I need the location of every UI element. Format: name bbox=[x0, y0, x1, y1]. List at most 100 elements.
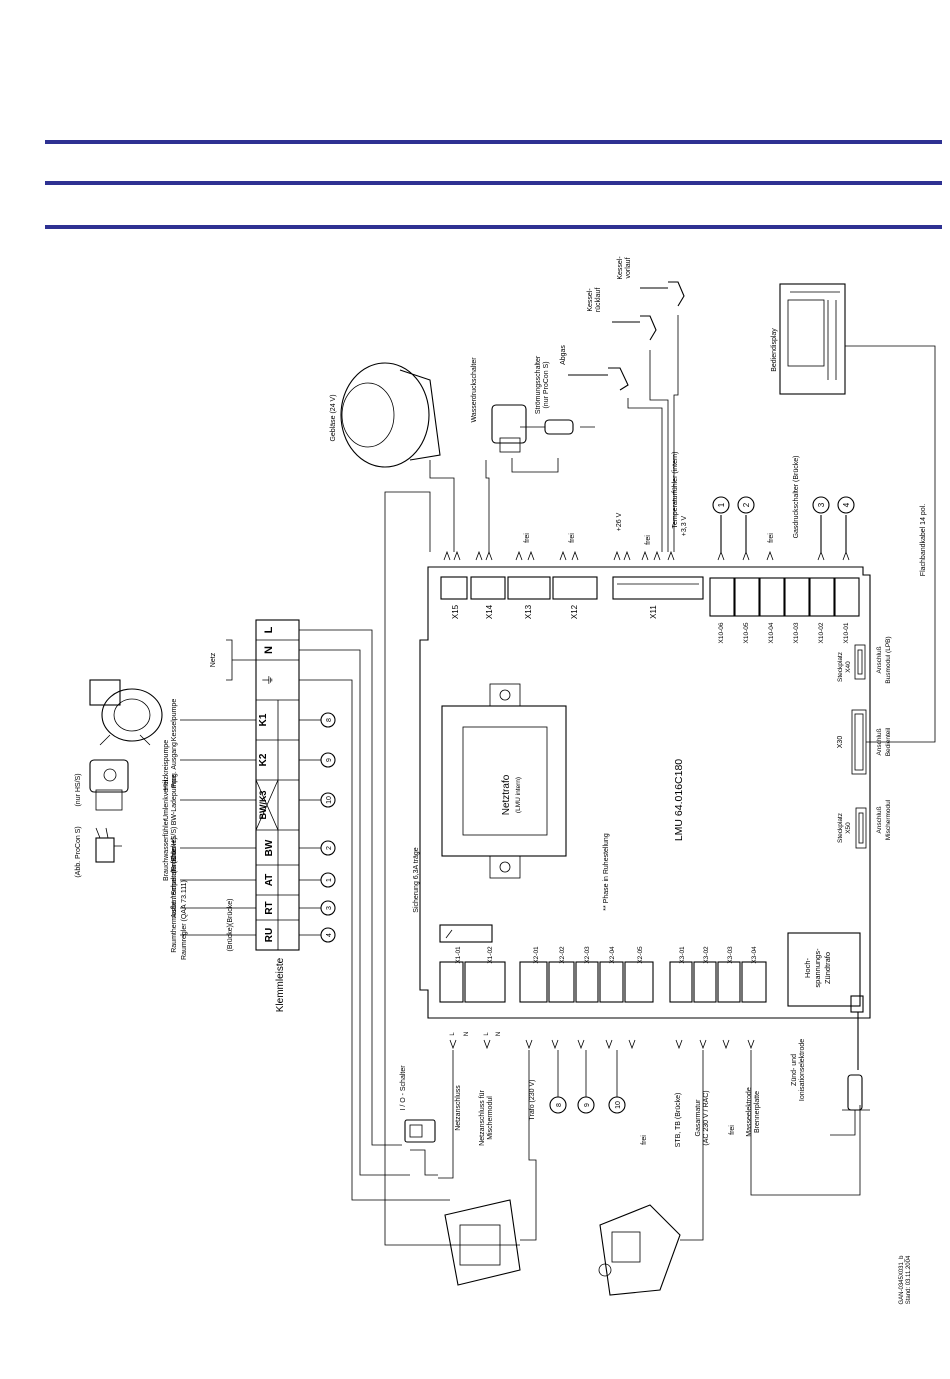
x11-33v: +3,3 V bbox=[681, 515, 688, 536]
connector-x1-02 bbox=[464, 961, 506, 1003]
transformer-230v-icon bbox=[444, 1199, 521, 1286]
label-bruecke: (Brücke)(Brücke) bbox=[227, 899, 234, 952]
marker-circle-1-text: 1 bbox=[717, 502, 726, 507]
pin-l-1: L bbox=[450, 1032, 456, 1036]
x10-connectors: X10-06 X10-05 X10-04 X10-03 X10-02 X10-0… bbox=[709, 456, 860, 643]
label-heizkreispumpe: Heizkreispumpe bbox=[163, 740, 170, 790]
x10-03-label: X10-03 bbox=[793, 622, 800, 643]
terminal-circle-4: 4 bbox=[326, 933, 333, 937]
connector-x3-04 bbox=[741, 961, 767, 1003]
terminal-bw-k3: BW/K3 bbox=[258, 791, 268, 820]
fuse-holder bbox=[439, 924, 493, 943]
label-gasarmatur-1: Gasarmatur bbox=[695, 1099, 702, 1137]
x10-02-label: X10-02 bbox=[818, 622, 825, 643]
x14-label: X14 bbox=[485, 604, 494, 619]
x10-05-label: X10-05 bbox=[743, 622, 750, 643]
flow-sensor-icon bbox=[640, 281, 685, 307]
connector-x2-04 bbox=[599, 961, 624, 1003]
x10-04-label: X10-04 bbox=[768, 622, 775, 643]
terminal-strip: L N ⏚ K1 K2 BW/K3 BW AT RT RU Klemmleist… bbox=[180, 619, 450, 1201]
hv-output-socket bbox=[850, 995, 864, 1013]
connector-x3-01 bbox=[669, 961, 693, 1003]
label-brennerplatte: Brennerplatte bbox=[754, 1091, 761, 1133]
label-trafo-230v: Trafo (230 V) bbox=[529, 1080, 536, 1121]
left-components: Kesselpumpe Heizkreispumpe Prog. Ausgang… bbox=[75, 679, 234, 960]
marker-circle-1 bbox=[712, 496, 730, 514]
connector-x12 bbox=[552, 576, 598, 600]
x1-01-label: X1-01 bbox=[455, 946, 462, 964]
label-netz-mischer-2: Mischermodul bbox=[487, 1096, 494, 1140]
mixer-module-label-2: Mischermodul bbox=[885, 799, 892, 840]
terminal-circle-1: 1 bbox=[326, 878, 333, 882]
x1-02-label: X1-02 bbox=[487, 946, 494, 964]
pin-n-1: N bbox=[464, 1032, 470, 1036]
slot-x40-label-2: X40 bbox=[845, 661, 852, 673]
x2-03-label: X2-03 bbox=[584, 946, 591, 964]
connector-x10-04 bbox=[759, 577, 785, 617]
terminal-circle-9: 9 bbox=[326, 758, 333, 762]
busmodule-label-1: Anschluß bbox=[876, 646, 883, 673]
x10-04-frei: frei bbox=[768, 533, 775, 543]
control-display-icon bbox=[779, 283, 846, 395]
mixer-module-label-1: Anschluß bbox=[876, 806, 883, 833]
top-connectors: X15 X14 X13 X12 X11 frei frei +26 V frei… bbox=[440, 451, 704, 619]
label-stroemungsschalter: Strömungsschalter bbox=[535, 355, 542, 414]
dhw-sensor-icon bbox=[95, 827, 122, 863]
slot-x40-label-1: Steckplatz bbox=[837, 652, 844, 682]
label-frei-x2-05: frei bbox=[641, 1135, 648, 1145]
bottom-connectors: X1-01 X1-02 X2-01 X2-02 X2-03 X2-04 X2-0… bbox=[439, 946, 767, 1050]
connector-x1-01 bbox=[439, 961, 464, 1003]
x12-label: X12 bbox=[570, 604, 579, 619]
slot-x40 bbox=[854, 644, 866, 680]
footnote-code: GAN-0345X031_b bbox=[899, 1255, 905, 1305]
busmodule-label-2: Busmodul (LPB) bbox=[885, 636, 892, 683]
label-bw-ladepumpe: BW-Ladepumpe bbox=[171, 775, 178, 826]
x3-03-label: X3-03 bbox=[727, 946, 734, 964]
flow-switch-icon bbox=[520, 419, 595, 435]
x3-02-label: X3-02 bbox=[703, 946, 710, 964]
label-netzanschluss: Netzanschluss bbox=[455, 1085, 462, 1131]
hv-igniter-label-3: Zündtrafo bbox=[823, 952, 832, 984]
label-bediendisplay: Bediendisplay bbox=[771, 328, 778, 372]
footnote-date: Stand: 03.11.2004 bbox=[906, 1255, 912, 1304]
terminal-circle-8: 8 bbox=[326, 718, 333, 722]
phase-note: ** Phase in Ruhestellung bbox=[603, 833, 610, 911]
connector-x10-03 bbox=[784, 577, 810, 617]
connector-x10-01 bbox=[834, 577, 860, 617]
connector-x10-02 bbox=[809, 577, 835, 617]
label-frei-x3-03: frei bbox=[729, 1125, 736, 1135]
hv-igniter-label-1: Hoch- bbox=[803, 957, 812, 978]
connector-x3-03 bbox=[717, 961, 741, 1003]
label-flachbandkabel: Flachbandkabel 14 pol. bbox=[920, 504, 927, 576]
ignition-electrode-icon bbox=[830, 1012, 870, 1136]
hv-ignition-transformer bbox=[787, 932, 861, 1007]
bottom-components: I / O - Schalter Netzanschluss Netzansch… bbox=[384, 491, 912, 1305]
slot-x50-label-1: Steckplatz bbox=[837, 813, 844, 843]
x11-frei: frei bbox=[645, 535, 652, 545]
terminal-n: N bbox=[263, 646, 275, 654]
connector-x10-05 bbox=[734, 577, 760, 617]
connector-x2-01 bbox=[519, 961, 548, 1003]
header-rule-bottom bbox=[45, 225, 942, 229]
water-pressure-switch-icon bbox=[491, 404, 527, 453]
x13-label: X13 bbox=[524, 604, 533, 619]
terminal-circle-3: 3 bbox=[326, 906, 333, 910]
connector-x10-06 bbox=[709, 577, 735, 617]
x3-01-label: X3-01 bbox=[679, 946, 686, 964]
label-gasarmatur-2: (AC 230 V / RAC) bbox=[703, 1090, 710, 1145]
terminal-strip-title: Klemmleiste bbox=[275, 957, 286, 1012]
label-kesselpumpe: Kesselpumpe bbox=[171, 699, 178, 742]
connector-x15 bbox=[440, 576, 468, 600]
slot-x50-label-2: X50 bbox=[845, 822, 852, 834]
connector-x3-02 bbox=[693, 961, 717, 1003]
label-geblaese: Gebläse (24 V) bbox=[330, 394, 337, 441]
label-raumthermostat: Raumthermostat / Schaltuhr (Brücke) bbox=[171, 837, 178, 953]
marker-circle-4 bbox=[837, 496, 855, 514]
return-sensor-icon bbox=[612, 315, 657, 341]
x2-04-label: X2-04 bbox=[609, 946, 616, 964]
terminal-ru: RU bbox=[264, 928, 275, 942]
marker-circle-3-text: 3 bbox=[817, 502, 826, 507]
label-nur-hss: (nur HS/S) bbox=[75, 773, 82, 806]
flue-gas-sensor-icon bbox=[568, 367, 629, 391]
bottom-circle-9: 9 bbox=[584, 1103, 591, 1107]
